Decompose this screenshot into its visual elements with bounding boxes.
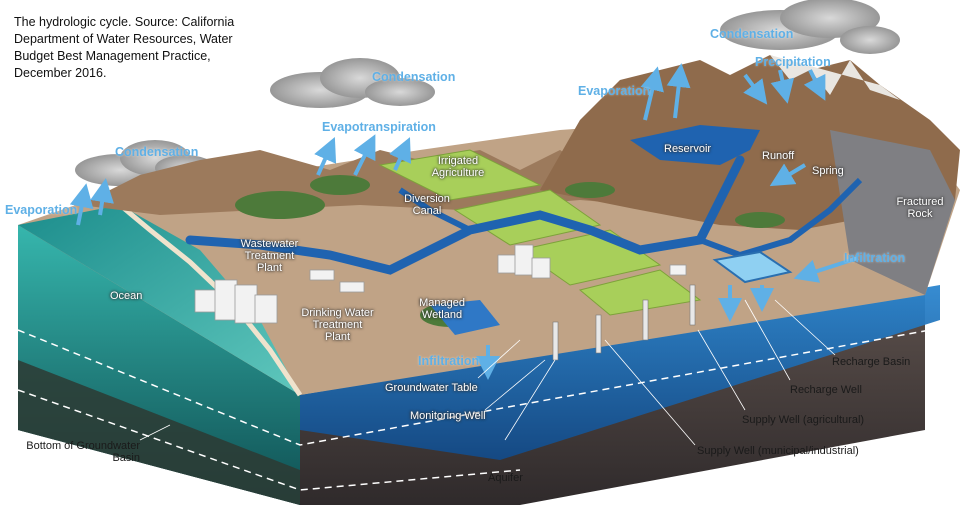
- label-condensation-left: Condensation: [115, 145, 199, 159]
- label-wastewater-plant: Wastewater Treatment Plant: [240, 238, 299, 274]
- label-managed-wetland: Managed Wetland: [419, 297, 465, 321]
- label-precipitation: Precipitation: [755, 55, 831, 69]
- well-icon: [552, 284, 696, 361]
- label-supply-well-agricultural: Supply Well (agricultural): [742, 414, 865, 426]
- label-condensation-mid: Condensation: [372, 70, 456, 84]
- label-fractured-rock: Fractured Rock: [896, 196, 944, 220]
- label-monitoring-well: Monitoring Well: [410, 410, 486, 422]
- figure-caption: The hydrologic cycle. Source: California…: [14, 15, 235, 80]
- cloud-icon: [75, 0, 900, 186]
- label-ocean: Ocean: [110, 290, 143, 302]
- label-bottom-of-basin: Bottom of Groundwater Basin: [26, 440, 140, 464]
- label-drinking-water-plant: Drinking Water Treatment Plant: [301, 307, 374, 343]
- label-irrigated-agriculture: Irrigated Agriculture: [431, 155, 485, 179]
- label-supply-well-municipal: Supply Well (municipal/industrial): [697, 445, 859, 457]
- label-infiltration-left: Infiltration: [418, 354, 480, 368]
- label-reservoir: Reservoir: [664, 143, 712, 155]
- label-condensation-right: Condensation: [710, 27, 794, 41]
- city-buildings-icon: [194, 244, 687, 324]
- label-aquifer: Aquifer: [488, 472, 523, 484]
- label-evaporation-right: Evaporation: [578, 84, 651, 98]
- label-recharge-basin: Recharge Basin: [832, 356, 911, 368]
- label-runoff: Runoff: [762, 150, 795, 162]
- label-infiltration-right: Infiltration: [844, 251, 906, 265]
- label-spring: Spring: [812, 165, 844, 177]
- label-evapotranspiration: Evapotranspiration: [322, 120, 436, 134]
- label-groundwater-table: Groundwater Table: [385, 382, 478, 394]
- label-diversion-canal: Diversion Canal: [404, 193, 450, 217]
- label-evaporation-left: Evaporation: [5, 203, 78, 217]
- label-recharge-well: Recharge Well: [790, 384, 862, 396]
